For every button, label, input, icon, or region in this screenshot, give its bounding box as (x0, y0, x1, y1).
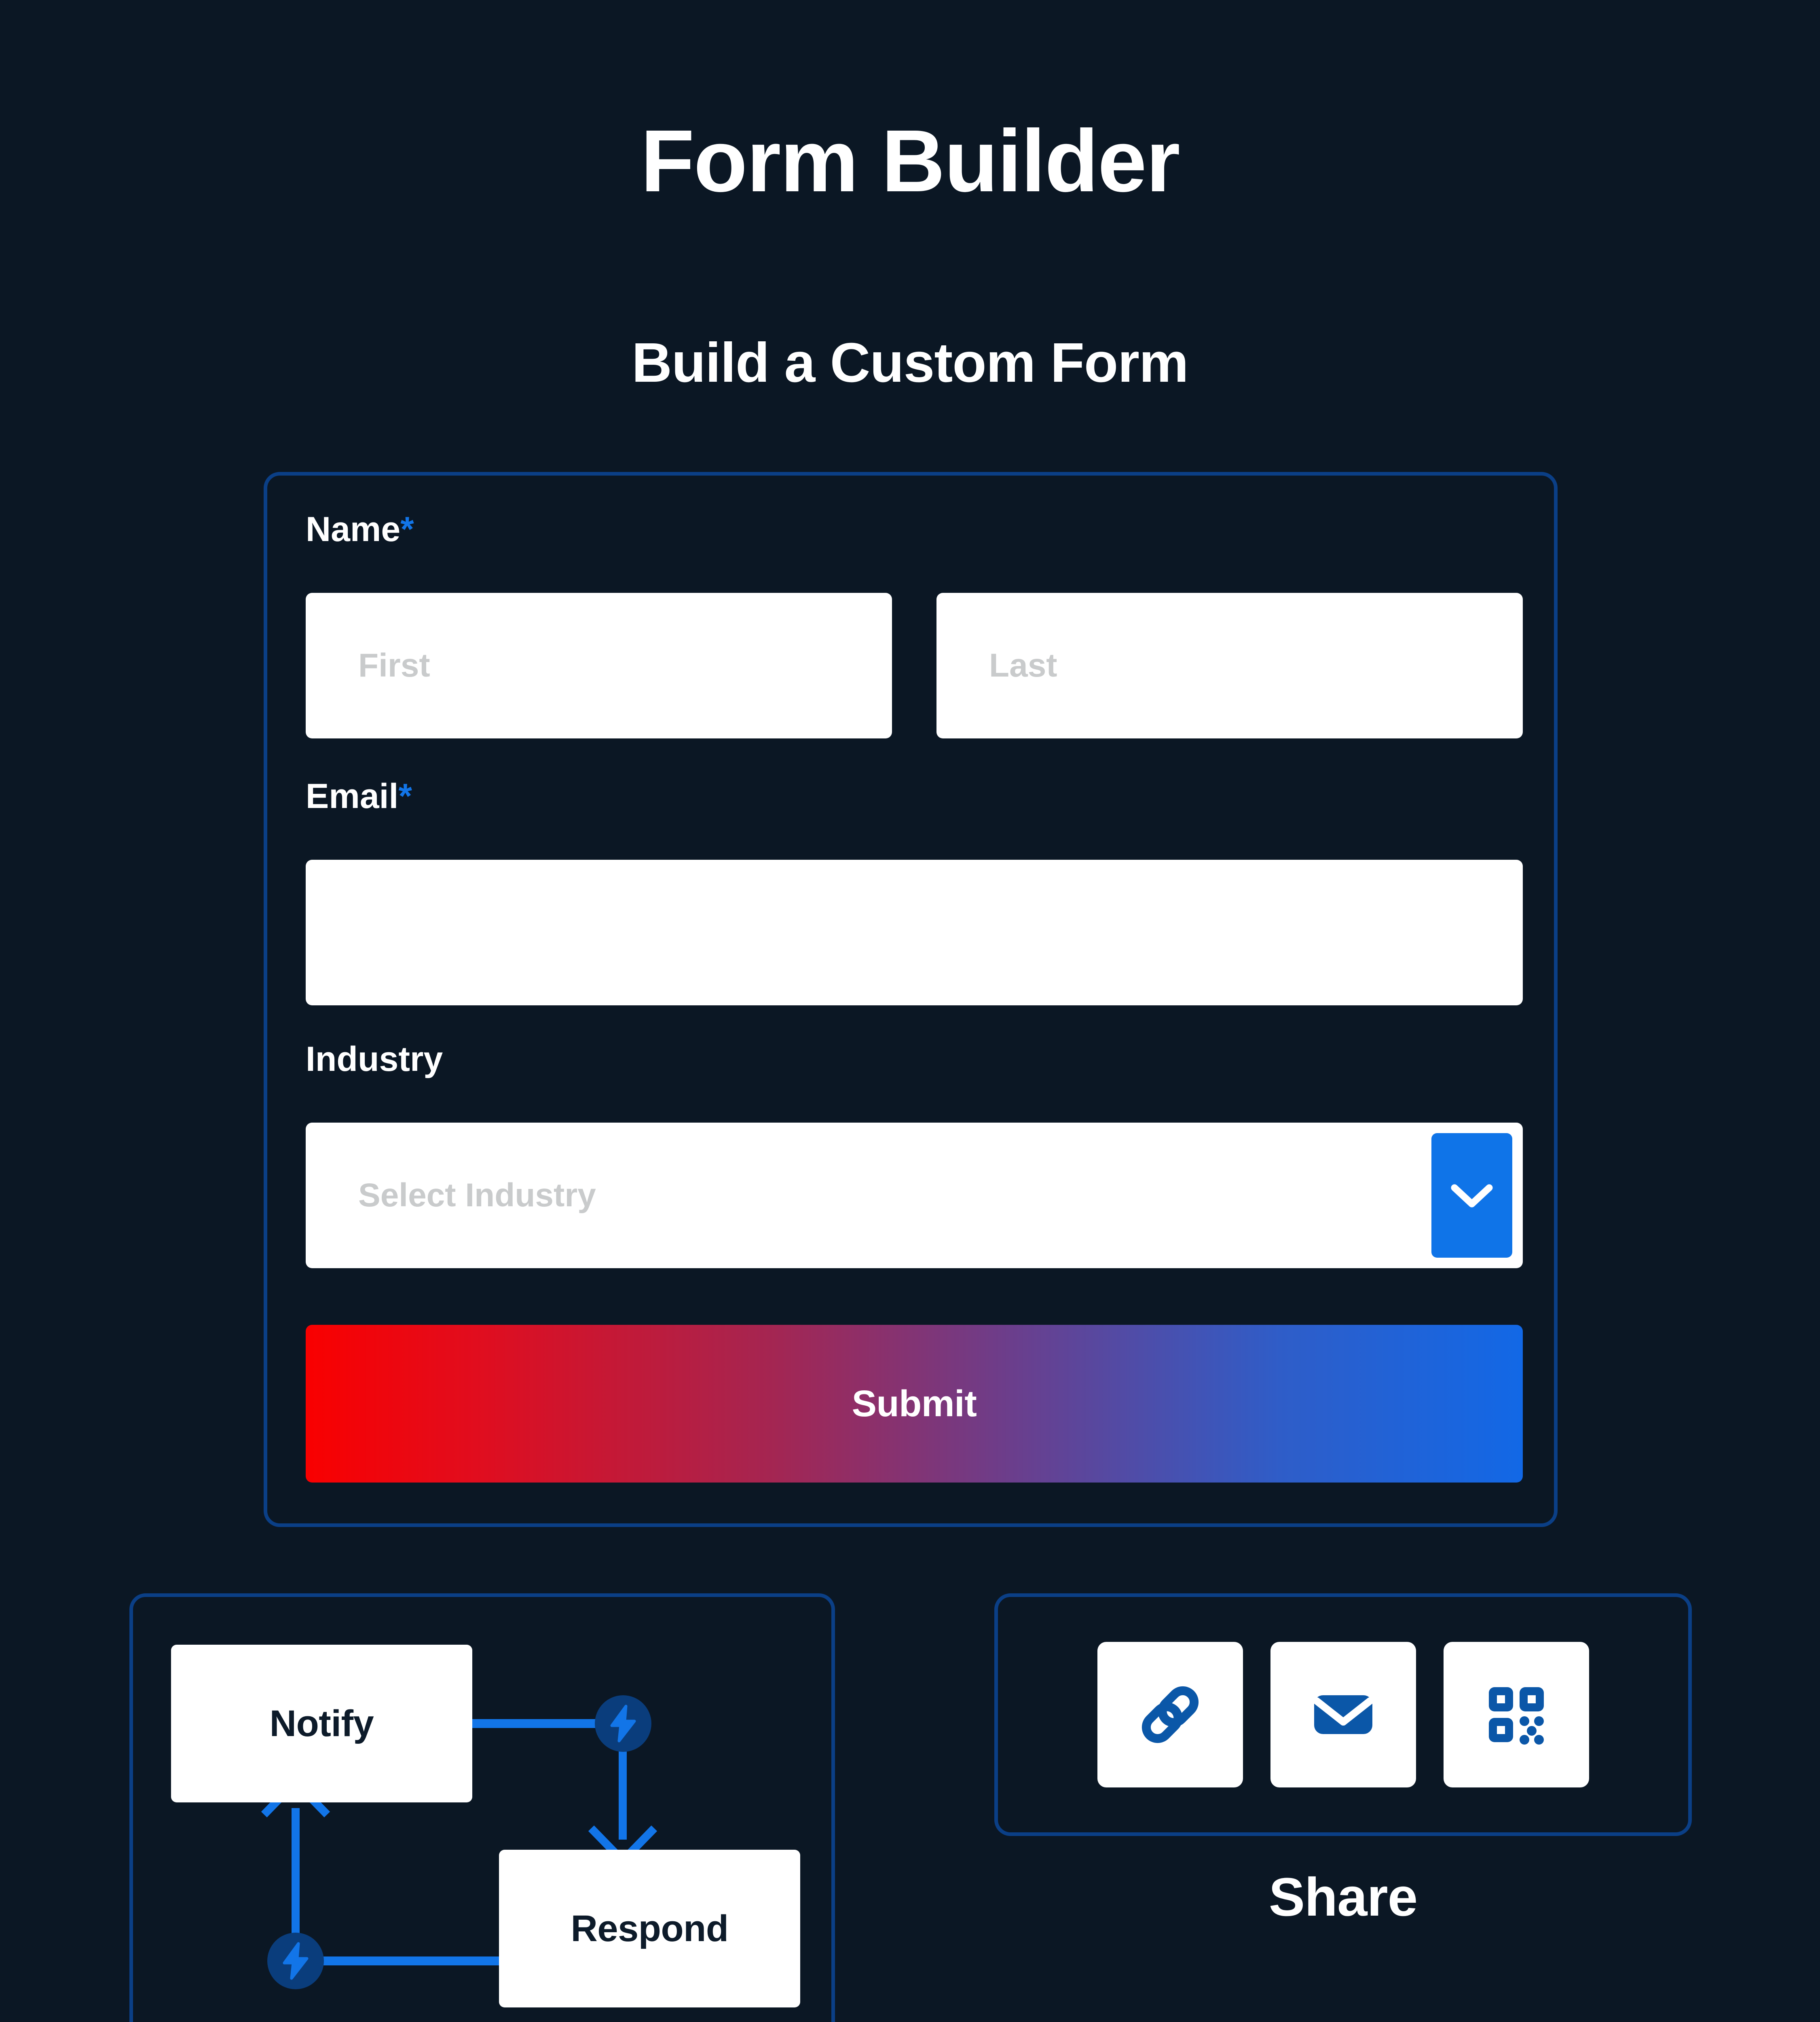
form-card: Name* First Last Email* Industry Select … (264, 472, 1558, 1527)
qr-code-button[interactable] (1443, 1642, 1589, 1787)
page-subtitle: Build a Custom Form (632, 332, 1188, 394)
flow-box-respond[interactable]: Respond (499, 1850, 800, 2007)
connector-respond-to-node-b (323, 1956, 501, 1965)
label-industry: Industry (306, 1042, 443, 1077)
share-card (994, 1593, 1692, 1836)
last-name-input[interactable]: Last (936, 593, 1523, 738)
required-asterisk-name: * (400, 510, 414, 549)
page-title: Form Builder (640, 112, 1180, 210)
connector-notify-to-node-a (472, 1719, 596, 1728)
industry-placeholder: Select Industry (358, 1177, 596, 1214)
flow-box-notify[interactable]: Notify (171, 1645, 472, 1802)
required-asterisk-email: * (398, 777, 412, 816)
share-caption: Share (1268, 1867, 1418, 1927)
label-name: Name* (306, 512, 414, 547)
submit-button[interactable]: Submit (306, 1325, 1523, 1483)
first-name-input[interactable]: First (306, 593, 892, 738)
lightning-bolt-icon (610, 1705, 636, 1743)
connector-node-a-to-respond (619, 1751, 627, 1840)
email-share-button[interactable] (1270, 1642, 1416, 1787)
flow-box-notify-label: Notify (269, 1703, 374, 1744)
label-industry-text: Industry (306, 1040, 443, 1079)
first-name-placeholder: First (358, 647, 430, 684)
automation-node-a[interactable] (595, 1695, 651, 1752)
chevron-down-icon (1451, 1184, 1493, 1208)
industry-dropdown-button[interactable] (1431, 1133, 1512, 1258)
label-name-text: Name (306, 510, 401, 549)
flow-box-respond-label: Respond (571, 1908, 729, 1949)
copy-link-button[interactable] (1097, 1642, 1243, 1787)
label-email-text: Email (306, 777, 399, 816)
industry-select[interactable]: Select Industry (306, 1123, 1523, 1268)
email-input[interactable] (306, 860, 1523, 1005)
last-name-placeholder: Last (989, 647, 1057, 684)
automate-card: Notify Respond (129, 1593, 835, 2022)
lightning-bolt-icon (283, 1942, 309, 1980)
envelope-icon (1313, 1695, 1374, 1734)
connector-node-b-to-notify (292, 1808, 300, 1937)
label-email: Email* (306, 779, 412, 814)
link-icon (1141, 1686, 1199, 1743)
automation-node-b[interactable] (267, 1933, 324, 1989)
qr-code-icon (1488, 1687, 1544, 1745)
